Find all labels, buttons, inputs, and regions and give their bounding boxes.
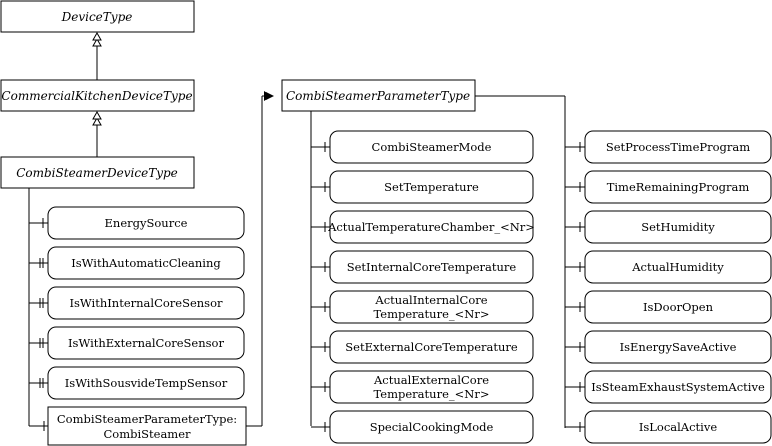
parameter-1-7: SpecialCookingMode [311, 410, 534, 444]
parameter-2-0: SetProcessTimeProgram [565, 130, 772, 164]
parameter-1-label-line: Temperature_<Nr> [374, 307, 490, 321]
parameter-1-label-line: ActualExternalCore [373, 373, 489, 387]
parameter-2-label: IsLocalActive [639, 420, 718, 434]
device-property-1: IsWithAutomaticCleaning [29, 246, 245, 280]
device-type-label: DeviceType [61, 10, 133, 24]
parameter-2-label: TimeRemainingProgram [607, 180, 750, 194]
parameter-2-label: IsEnergySaveActive [620, 340, 737, 354]
commercial-kitchen-device-type-box: CommercialKitchenDeviceType [0, 79, 195, 112]
device-property-4: IsWithSousvideTempSensor [29, 366, 245, 400]
parameter-2-label: IsDoorOpen [643, 300, 714, 314]
inheritance-arrow-lower [92, 110, 102, 157]
parameter-1-label-line: ActualInternalCore [374, 293, 487, 307]
parameter-2-label: SetHumidity [641, 220, 715, 234]
device-type-box: DeviceType [0, 0, 195, 33]
device-property-0: EnergySource [29, 206, 245, 240]
parameter-1-0: CombiSteamerMode [311, 130, 534, 164]
device-property-2: IsWithInternalCoreSensor [29, 286, 245, 320]
parameter-1-label: SpecialCookingMode [370, 420, 494, 434]
parameter-1-3: SetInternalCoreTemperature [311, 250, 534, 284]
parameter-2-4: IsDoorOpen [565, 290, 772, 324]
parameter-1-label: ActualTemperatureChamber_<Nr> [327, 220, 535, 234]
parameter-1-label: CombiSteamerMode [372, 140, 492, 154]
inheritance-arrow-upper [92, 31, 102, 80]
parameter-2-5: IsEnergySaveActive [565, 330, 772, 364]
device-property-label: EnergySource [105, 216, 188, 230]
device-property-label: IsWithExternalCoreSensor [68, 336, 224, 350]
device-property-label: IsWithSousvideTempSensor [65, 376, 228, 390]
parameter-2-label: ActualHumidity [631, 260, 724, 274]
parameter-1-2: ActualTemperatureChamber_<Nr> [311, 210, 535, 244]
parameter-2-label: IsSteamExhaustSystemActive [591, 380, 765, 394]
parameter-reference-line2: CombiSteamer [103, 427, 191, 441]
parameter-2-2: SetHumidity [565, 210, 772, 244]
commercial-kitchen-device-type-label: CommercialKitchenDeviceType [1, 89, 192, 103]
parameter-2-7: IsLocalActive [565, 410, 772, 444]
parameter-2-6: IsSteamExhaustSystemActive [565, 370, 772, 404]
combi-steamer-device-type-label: CombiSteamerDeviceType [16, 166, 178, 180]
parameter-1-1: SetTemperature [311, 170, 534, 204]
parameter-reference-line1: CombiSteamerParameterType: [57, 412, 237, 426]
parameter-1-label: SetInternalCoreTemperature [347, 260, 517, 274]
parameter-2-3: ActualHumidity [565, 250, 772, 284]
parameter-2-1: TimeRemainingProgram [565, 170, 772, 204]
parameter-reference-box: CombiSteamerParameterType: CombiSteamer [29, 406, 247, 446]
combi-steamer-device-type-box: CombiSteamerDeviceType [0, 156, 195, 189]
device-property-3: IsWithExternalCoreSensor [29, 326, 245, 360]
parameter-1-5: SetExternalCoreTemperature [311, 330, 534, 364]
parameter-1-label-line: Temperature_<Nr> [374, 387, 490, 401]
parameter-2-label: SetProcessTimeProgram [606, 140, 750, 154]
parameter-1-label: SetExternalCoreTemperature [345, 340, 518, 354]
parameter-1-label: SetTemperature [384, 180, 479, 194]
combi-steamer-parameter-type-box: CombiSteamerParameterType [281, 79, 476, 112]
device-property-label: IsWithInternalCoreSensor [69, 296, 223, 310]
device-property-label: IsWithAutomaticCleaning [71, 256, 221, 270]
parameter-type-connector [246, 91, 274, 427]
combi-steamer-parameter-type-label: CombiSteamerParameterType [286, 89, 470, 103]
